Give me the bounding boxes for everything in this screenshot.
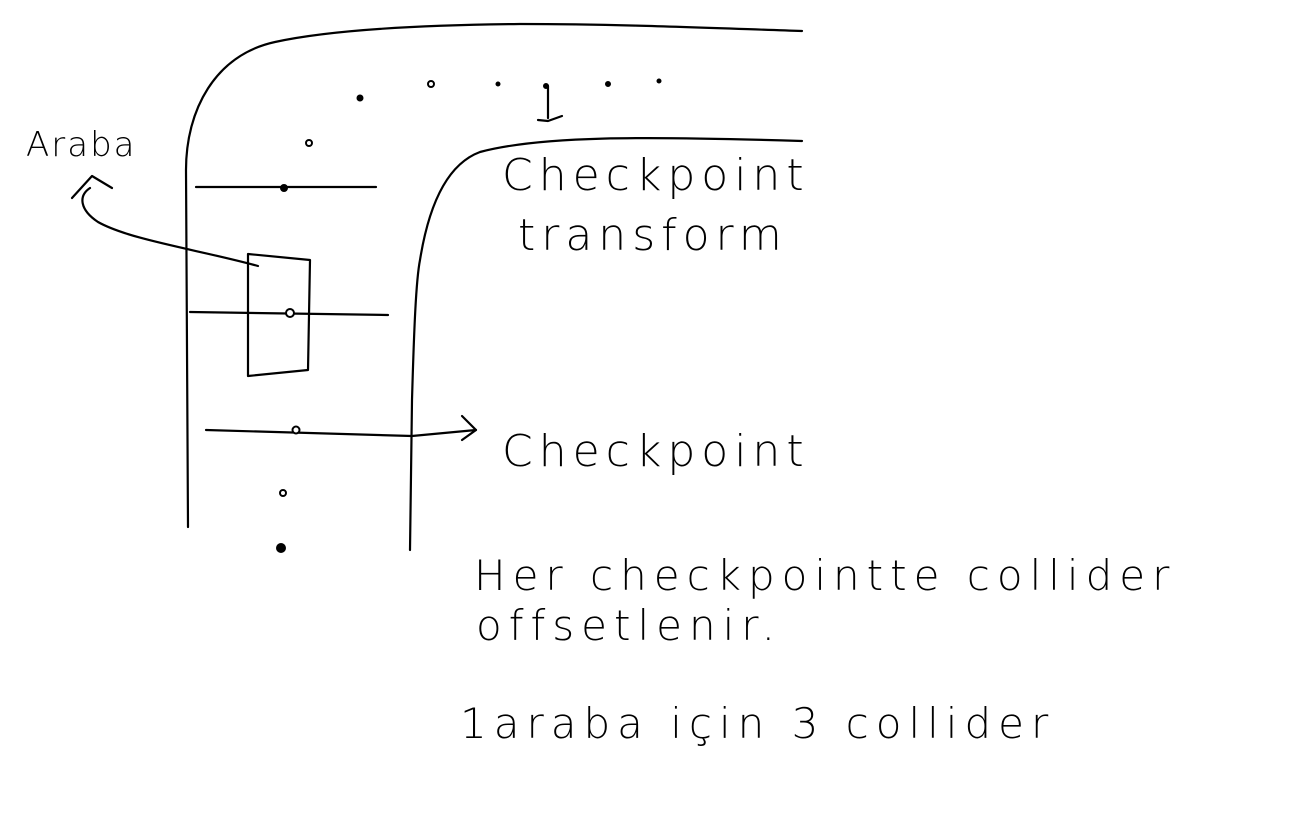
checkpoint-dot: [427, 80, 435, 88]
checkpoint-dot: [356, 94, 364, 102]
checkpoint-dot: [605, 81, 611, 87]
note-line-3: 1araba için 3 collider: [460, 699, 1055, 748]
checkpoint-arrow-head: [460, 414, 478, 442]
checkpoint-dot: [656, 78, 662, 84]
note-line-2: offsetlenir.: [476, 601, 782, 650]
road-inner-boundary: [408, 136, 804, 552]
note-line-1: Her checkpointte collider: [474, 551, 1176, 600]
checkpoint-dot: [495, 81, 501, 87]
car-rectangle: [246, 252, 312, 378]
araba-label: Araba: [26, 125, 137, 165]
checkpoint-dot: [279, 489, 287, 497]
checkpoint-transform-label-line1: Checkpoint: [502, 150, 810, 201]
checkpoint-label: Checkpoint: [502, 426, 810, 477]
checkpoint-dot: [280, 184, 288, 192]
araba-arrow-head: [70, 174, 114, 200]
checkpoint-arrow-line: [410, 428, 478, 438]
checkpoint-line-3: [204, 428, 414, 438]
checkpoint-dot: [285, 308, 295, 318]
araba-arrow-line: [81, 186, 260, 268]
road-outer-boundary: [184, 22, 804, 529]
checkpoint-dot: [276, 543, 286, 553]
checkpoint-dot: [291, 425, 301, 435]
checkpoint-transform-arrow-head: [536, 114, 564, 123]
checkpoint-dot: [305, 139, 313, 147]
checkpoint-transform-label-line2: transform: [518, 210, 788, 261]
